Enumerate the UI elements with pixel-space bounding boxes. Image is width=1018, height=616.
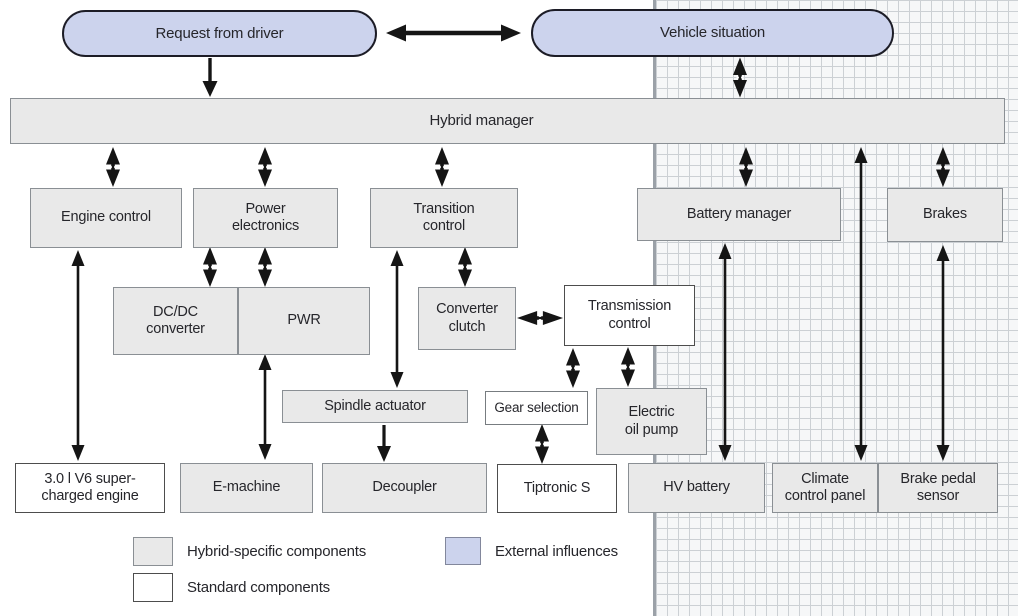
arrow-situation-manager — [733, 57, 747, 98]
arrow-transmission-gear-selection — [566, 348, 580, 388]
node-power-electronics: Power electronics — [193, 188, 338, 248]
hybrid-swatch — [133, 537, 173, 566]
node-engine: 3.0 l V6 super- charged engine — [15, 463, 165, 513]
node-label: Tiptronic S — [523, 479, 591, 496]
legend-hybrid-specific: Hybrid-specific components — [133, 537, 366, 566]
arrow-engine-control-engine — [71, 250, 85, 461]
node-label: Brakes — [923, 206, 967, 223]
node-label: Climate control panel — [784, 470, 866, 504]
arrow-manager-engine-control — [106, 147, 120, 187]
node-brake-pedal-sensor: Brake pedal sensor — [878, 463, 998, 513]
arrow-battery-manager-hv-battery — [718, 243, 732, 461]
arrow-spindle-to-decoupler — [377, 425, 391, 462]
arrow-pwr-e-machine — [258, 354, 272, 460]
node-climate-control-panel: Climate control panel — [772, 463, 878, 513]
node-dcdc-converter: DC/DC converter — [113, 287, 238, 355]
node-label: Engine control — [61, 209, 151, 226]
node-transition-control: Transition control — [370, 188, 518, 248]
node-label: E-machine — [212, 479, 281, 496]
node-vehicle-situation: Vehicle situation — [531, 9, 894, 57]
node-label: Hybrid manager — [429, 112, 534, 130]
legend-external: External influences — [445, 537, 618, 565]
node-label: Power electronics — [231, 200, 300, 234]
node-brakes: Brakes — [887, 188, 1003, 242]
node-label: DC/DC converter — [146, 303, 205, 337]
node-label: HV battery — [663, 479, 730, 496]
arrow-manager-transition-control — [435, 147, 449, 187]
node-label: 3.0 l V6 super- charged engine — [41, 470, 139, 504]
node-tiptronic-s: Tiptronic S — [497, 464, 617, 513]
arrow-request-to-manager — [202, 58, 218, 97]
arrow-transition-spindle — [390, 250, 404, 388]
node-engine-control: Engine control — [30, 188, 182, 248]
node-label: Electric oil pump — [624, 404, 679, 438]
node-label: Battery manager — [686, 205, 792, 222]
arrow-manager-climate-panel — [854, 147, 868, 461]
arrow-power-electronics-dcdc — [203, 247, 217, 287]
legend-label: External influences — [495, 542, 618, 560]
arrow-request-vehicle — [386, 24, 521, 42]
arrow-transmission-oil-pump — [621, 347, 635, 387]
node-label: Converter clutch — [436, 301, 498, 335]
node-hv-battery: HV battery — [628, 463, 765, 513]
node-pwr: PWR — [238, 287, 370, 355]
node-label: Spindle actuator — [324, 397, 426, 414]
node-label: PWR — [287, 312, 321, 329]
node-e-machine: E-machine — [180, 463, 313, 513]
arrow-converter-clutch-transmission — [517, 311, 563, 325]
node-gear-selection: Gear selection — [485, 391, 588, 425]
external-swatch — [445, 537, 481, 565]
arrow-manager-battery-manager — [739, 147, 753, 187]
arrow-manager-brakes — [936, 147, 950, 187]
node-label: Gear selection — [494, 400, 579, 416]
node-battery-manager: Battery manager — [637, 188, 841, 241]
node-label: Brake pedal sensor — [900, 470, 976, 504]
node-hybrid-manager: Hybrid manager — [10, 98, 1005, 144]
arrow-brakes-brake-pedal-sensor — [936, 245, 950, 461]
node-request-from-driver: Request from driver — [62, 10, 377, 57]
arrow-power-electronics-pwr — [258, 247, 272, 287]
node-label: Transmission control — [587, 298, 672, 332]
legend-label: Hybrid-specific components — [187, 543, 367, 560]
legend-label: Standard components — [187, 579, 330, 596]
node-label: Transition control — [413, 200, 475, 234]
node-converter-clutch: Converter clutch — [418, 287, 516, 350]
node-label: Request from driver — [155, 24, 284, 42]
node-electric-oil-pump: Electric oil pump — [596, 388, 707, 455]
standard-swatch — [133, 573, 173, 602]
node-spindle-actuator: Spindle actuator — [282, 390, 468, 423]
node-label: Decoupler — [372, 479, 437, 496]
arrow-gear-selection-tiptronic — [535, 424, 549, 464]
arrow-manager-power-electronics — [258, 147, 272, 187]
node-transmission-control: Transmission control — [564, 285, 695, 346]
node-label: Vehicle situation — [659, 24, 765, 42]
arrow-transition-converter-clutch — [458, 247, 472, 287]
node-decoupler: Decoupler — [322, 463, 487, 513]
legend-standard: Standard components — [133, 573, 330, 602]
